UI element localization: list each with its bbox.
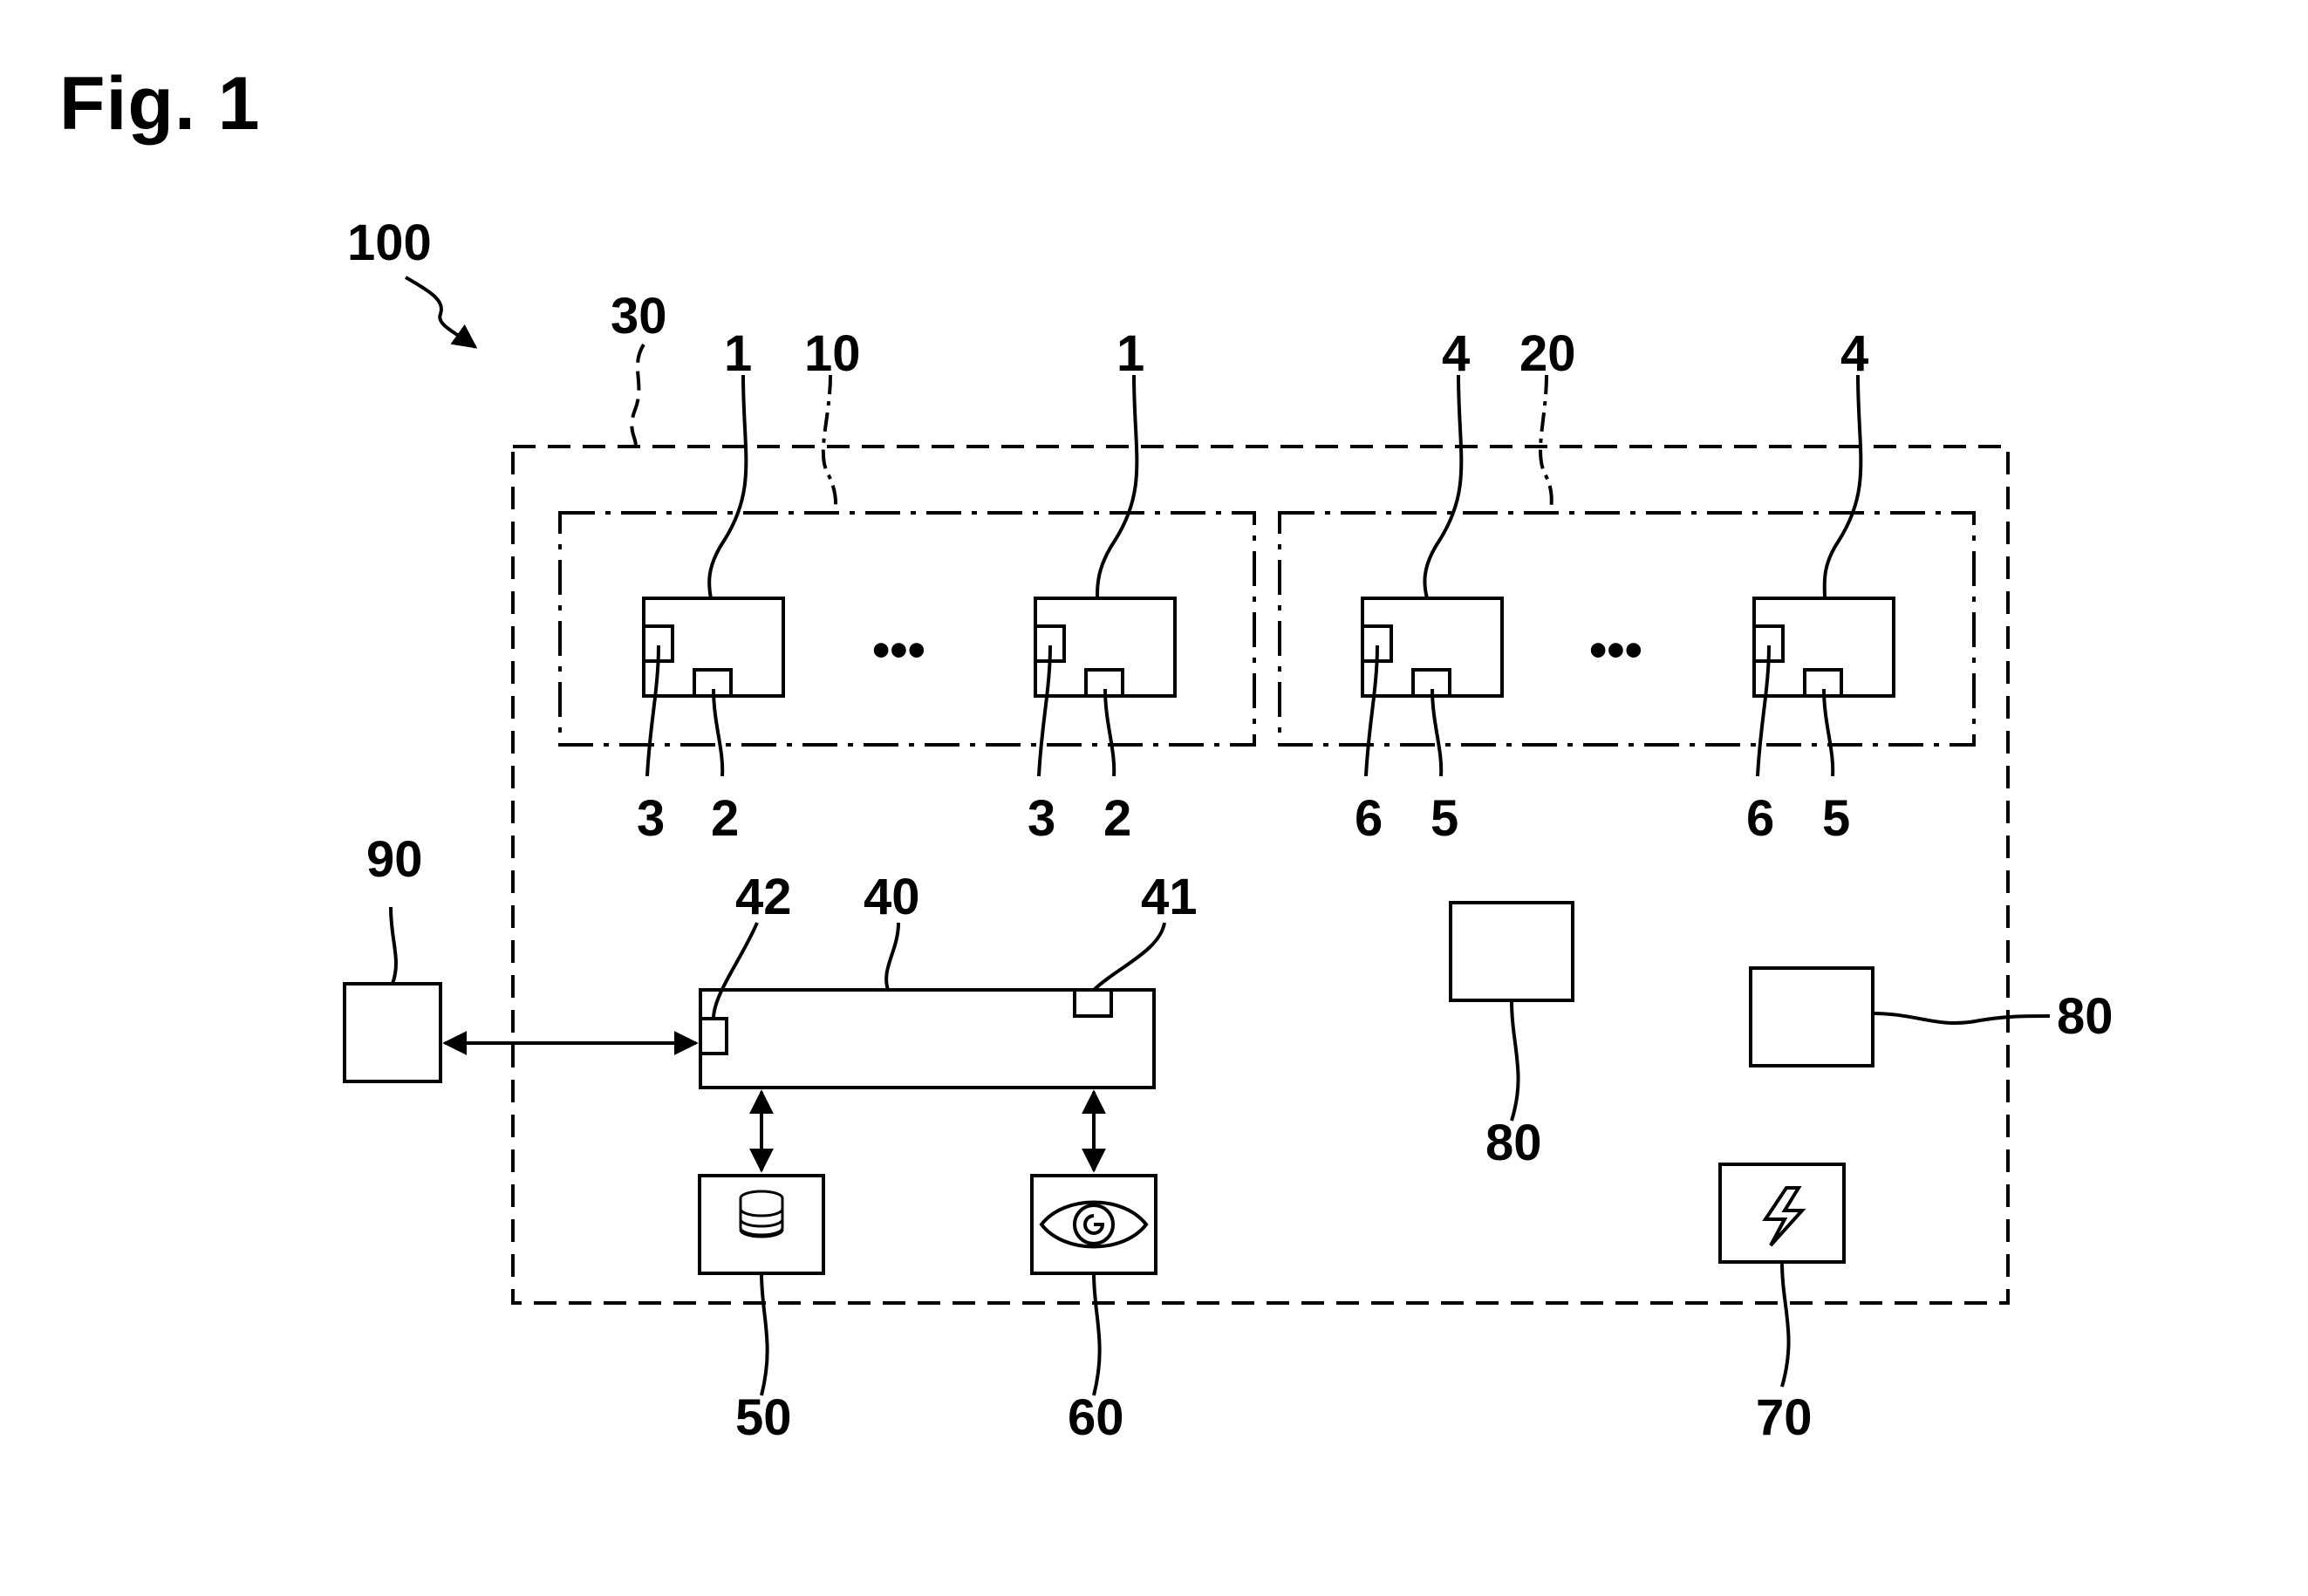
label-80-right: 80 <box>2057 988 2113 1045</box>
label-41: 41 <box>1141 869 1198 925</box>
label-90: 90 <box>366 831 423 888</box>
leader-80-left <box>1510 999 1520 1122</box>
leader-5-right <box>1822 688 1835 777</box>
label-50: 50 <box>735 1389 792 1446</box>
controller-40 <box>699 988 1156 1089</box>
controller-port-41 <box>1073 988 1113 1018</box>
label-5-right: 5 <box>1822 790 1850 847</box>
figure-title: Fig. 1 <box>59 62 261 146</box>
external-90 <box>343 982 442 1083</box>
leader-20 <box>1539 374 1553 514</box>
label-80-left: 80 <box>1485 1115 1542 1171</box>
ellipsis-group-20: ••• <box>1589 622 1642 679</box>
label-5-left: 5 <box>1431 790 1458 847</box>
lightning-icon <box>1762 1186 1806 1247</box>
label-3-right: 3 <box>1028 790 1055 847</box>
unit-4-left <box>1361 597 1504 698</box>
leader-2-left <box>712 688 725 777</box>
leader-3-left <box>645 645 660 777</box>
label-2-right: 2 <box>1103 790 1131 847</box>
leader-70 <box>1780 1261 1791 1388</box>
leader-50 <box>760 1272 769 1396</box>
leader-4-right <box>1822 374 1863 599</box>
controller-port-42 <box>699 1017 728 1055</box>
label-40: 40 <box>864 869 920 925</box>
enclosure-30 <box>511 445 2010 1305</box>
label-100: 100 <box>347 215 432 271</box>
leader-6-right <box>1756 645 1771 777</box>
leader-5-left <box>1431 688 1444 777</box>
leader-2-right <box>1103 688 1116 777</box>
label-3-left: 3 <box>637 790 665 847</box>
leader-30 <box>630 343 645 447</box>
unit-1-right <box>1034 597 1177 698</box>
leader-41 <box>1092 922 1166 992</box>
leader-60 <box>1092 1272 1102 1396</box>
ellipsis-group-10: ••• <box>872 622 925 679</box>
aux-module-80-left <box>1449 901 1574 1002</box>
label-20: 20 <box>1519 325 1576 382</box>
eye-icon <box>1039 1200 1149 1249</box>
label-4-left: 4 <box>1442 325 1470 382</box>
label-1-right: 1 <box>1116 325 1144 382</box>
label-2-left: 2 <box>711 790 739 847</box>
leader-80-right <box>1872 1012 2051 1025</box>
label-1-left: 1 <box>724 325 752 382</box>
leader-1-left <box>707 374 748 599</box>
group-10 <box>558 511 1256 747</box>
leader-42 <box>712 922 759 1020</box>
label-10: 10 <box>804 325 861 382</box>
group-20 <box>1278 511 1976 747</box>
label-60: 60 <box>1068 1389 1124 1446</box>
label-70: 70 <box>1756 1389 1813 1446</box>
leader-10 <box>821 374 838 514</box>
leader-100 <box>405 276 478 349</box>
leader-6-left <box>1364 645 1379 777</box>
aux-module-80-right <box>1749 966 1874 1067</box>
label-6-left: 6 <box>1355 790 1383 847</box>
label-42: 42 <box>735 869 792 925</box>
power-70 <box>1718 1163 1846 1264</box>
unit-4-right <box>1752 597 1895 698</box>
leader-90 <box>389 906 398 985</box>
leader-3-right <box>1037 645 1052 777</box>
label-30: 30 <box>611 288 667 344</box>
leader-40 <box>884 922 900 991</box>
database-icon <box>739 1190 784 1238</box>
unit-1-left <box>642 597 785 698</box>
label-6-right: 6 <box>1746 790 1774 847</box>
label-4-right: 4 <box>1840 325 1868 382</box>
leader-1-right <box>1096 374 1139 599</box>
leader-4-left <box>1423 374 1464 599</box>
